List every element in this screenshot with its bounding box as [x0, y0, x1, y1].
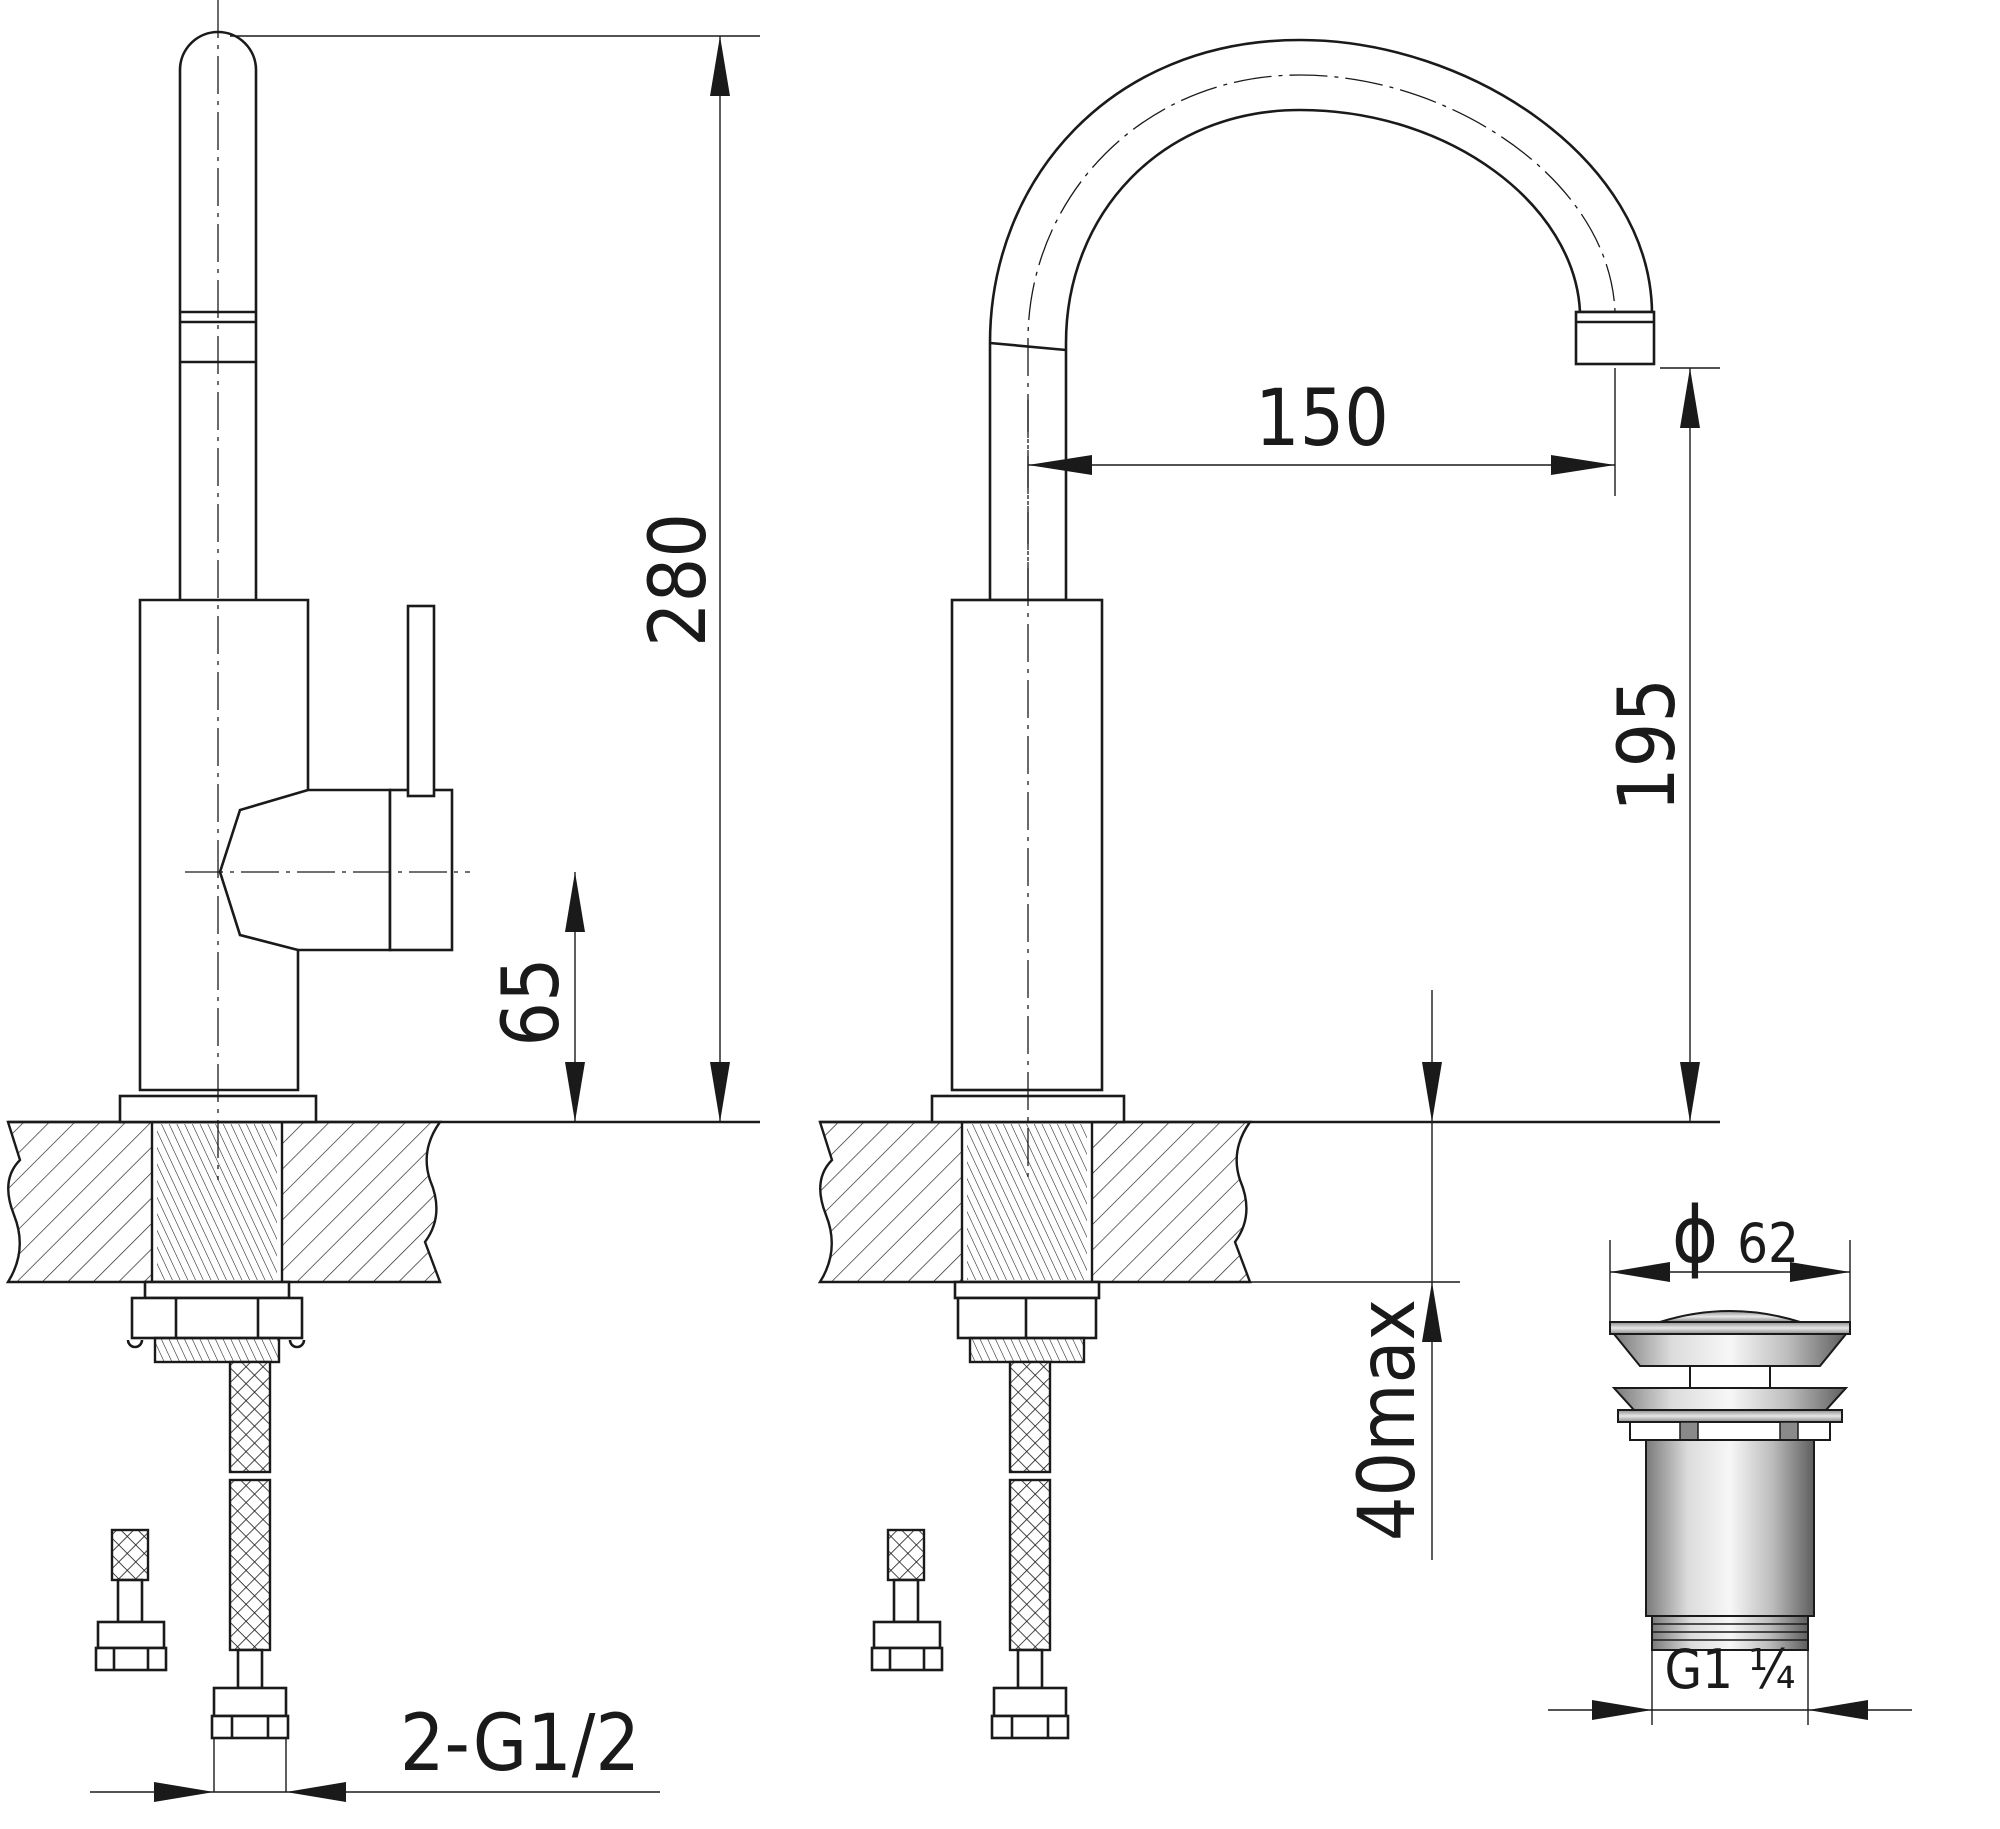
- dimension-max-counter-thickness: 40max: [1250, 990, 1460, 1560]
- dimension-65-label: 65: [487, 957, 577, 1046]
- dimension-40max-label: 40max: [1343, 1299, 1433, 1541]
- dimension-lever-height: 65: [487, 872, 585, 1122]
- drain-diameter-value: 62: [1737, 1212, 1799, 1275]
- dimension-195-label: 195: [1603, 678, 1693, 812]
- drain-thread: [1651, 1615, 1809, 1651]
- dimension-overall-height: 280: [230, 35, 760, 1122]
- spout-aerator: [1574, 310, 1656, 366]
- drain-waste-fitting: ϕ 62 G1 ¼: [1548, 1191, 1912, 1725]
- faucet-body-right: [950, 598, 1104, 1092]
- drain-body: [1645, 1439, 1815, 1617]
- gooseneck-spout: [988, 38, 1654, 602]
- drain-diameter-symbol: ϕ: [1672, 1191, 1718, 1281]
- under-counter-fittings-right: [870, 1280, 1101, 1740]
- dimension-spout-height: 195: [1603, 367, 1720, 1122]
- drain-thread-label: G1 ¼: [1664, 1638, 1795, 1701]
- dimension-150-label: 150: [1255, 374, 1389, 464]
- under-counter-fittings-left: [94, 1280, 306, 1740]
- drain-cap: [1659, 1310, 1801, 1323]
- dimension-connection-thread: 2-G1/2: [90, 1699, 660, 1802]
- faucet-front-view: 150 195 40max: [817, 38, 1720, 1740]
- dimension-280-label: 280: [634, 513, 724, 647]
- faucet-body-left: [138, 598, 392, 1092]
- dimension-2-g1-2-label: 2-G1/2: [400, 1699, 640, 1789]
- dimension-spout-reach: 150: [1028, 368, 1616, 496]
- lever-handle: [388, 788, 454, 952]
- faucet-side-view: 280 65 2-G1/2: [5, 0, 760, 1802]
